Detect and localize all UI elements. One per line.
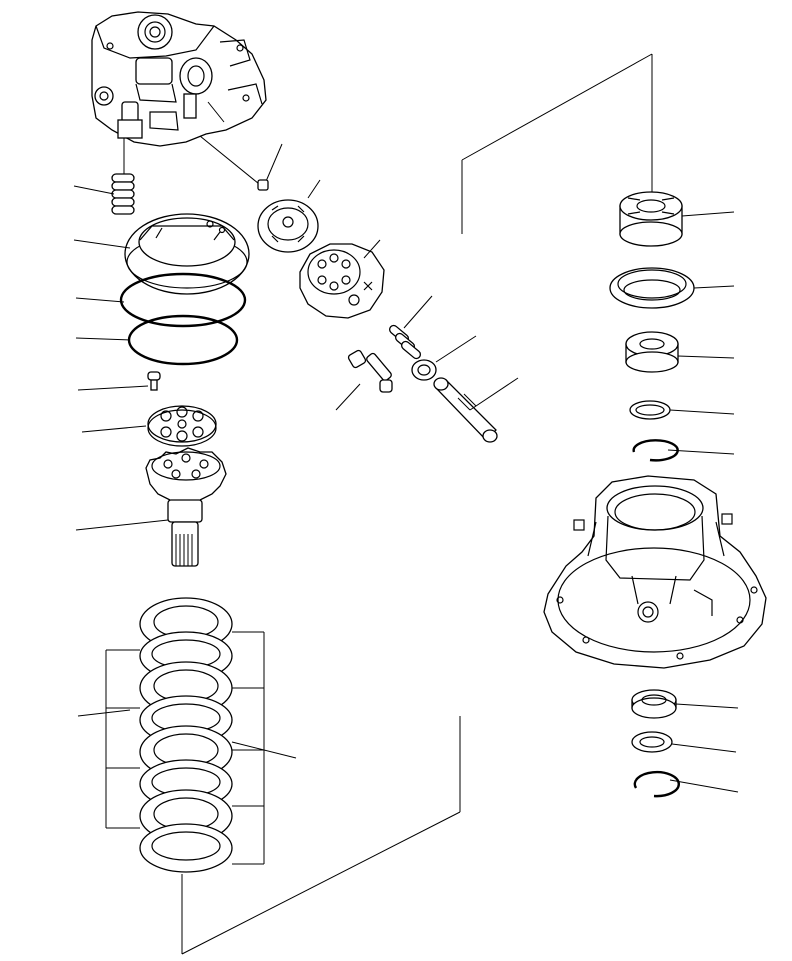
divider-lines [181,53,653,955]
thrust-ring [124,213,250,295]
oil-seal-cup [609,267,735,309]
clutch-plate-stack [139,597,233,873]
o-ring-lower [127,314,239,366]
spring-stack [111,138,135,215]
valve-plate [257,143,321,253]
snap-ring-lower [633,770,739,798]
bracket-lines [105,631,265,954]
screw [147,371,161,391]
guide-line [199,135,265,189]
needle-bearing [631,689,739,719]
roller-bearing-top [619,191,735,247]
gear-housing [543,475,767,669]
small-bushing [411,335,477,381]
roller-bearing-mid [625,331,735,373]
snap-ring-upper [632,439,735,462]
seal-ring-lower [631,731,737,753]
small-spring [388,295,433,360]
valve-housing [91,11,267,147]
left-leader-lines [73,185,297,759]
cylinder-block-shaft [145,447,227,567]
shaft-rod [433,377,519,443]
piston-pin [335,349,393,411]
o-ring-upper [119,272,247,328]
cylinder-barrel [299,239,385,319]
retainer-plate [147,405,217,447]
thin-ring [629,400,735,420]
